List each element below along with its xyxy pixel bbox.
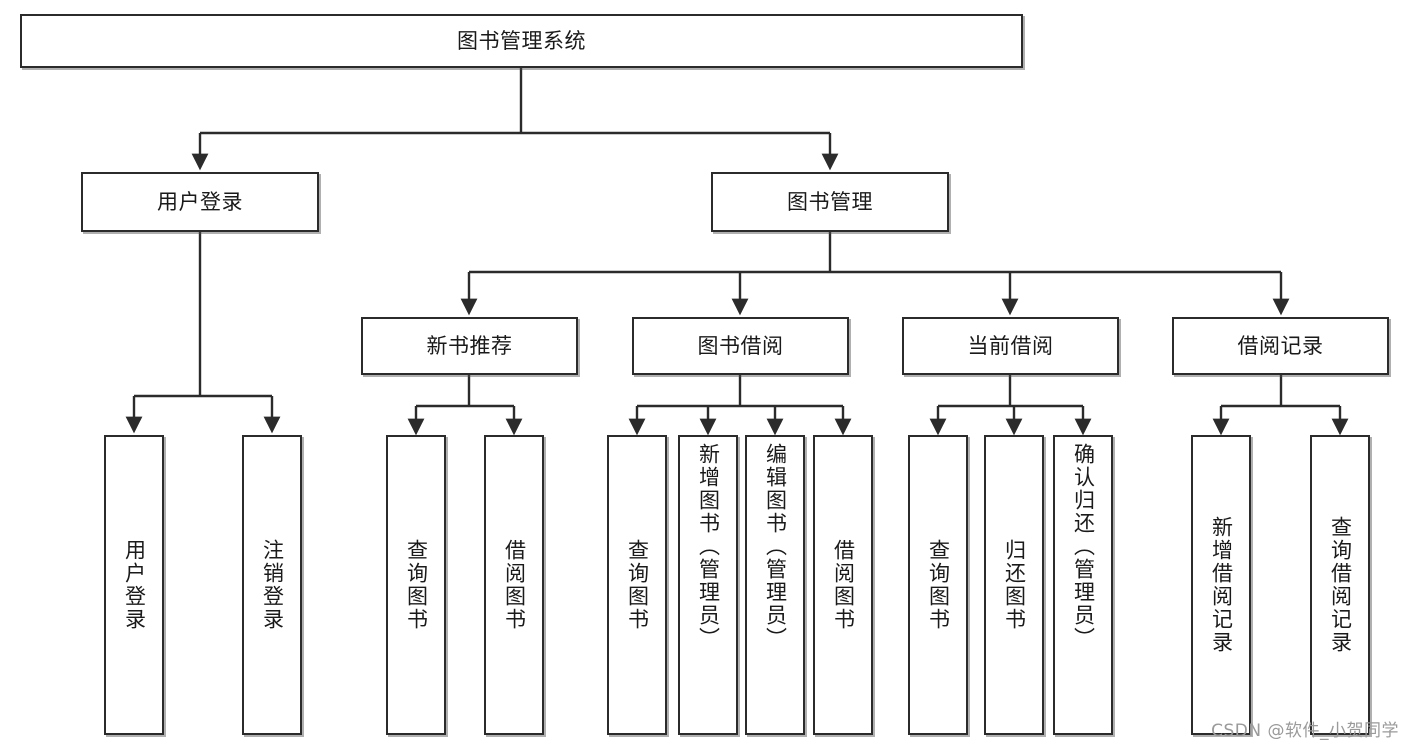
node-leaf-borrow-book-2[interactable]: 借阅图书 (813, 435, 873, 735)
node-user-login[interactable]: 用户登录 (81, 172, 319, 232)
node-leaf-edit-book-label: 编辑图书（管理员） (763, 443, 788, 650)
node-leaf-query-record-label: 查询借阅记录 (1328, 516, 1353, 654)
node-book-borrow-label: 图书借阅 (697, 333, 784, 358)
node-leaf-query-book-3-label: 查询图书 (926, 539, 951, 631)
node-leaf-confirm-return[interactable]: 确认归还（管理员） (1053, 435, 1113, 735)
node-leaf-add-book-label: 新增图书（管理员） (696, 443, 721, 650)
node-book-manage[interactable]: 图书管理 (711, 172, 949, 232)
node-leaf-edit-book[interactable]: 编辑图书（管理员） (745, 435, 805, 735)
node-new-book-recommend[interactable]: 新书推荐 (361, 317, 578, 375)
node-leaf-add-book[interactable]: 新增图书（管理员） (678, 435, 738, 735)
node-leaf-query-book-1-label: 查询图书 (404, 539, 429, 631)
node-new-book-recommend-label: 新书推荐 (426, 333, 513, 358)
node-leaf-return-book-label: 归还图书 (1002, 539, 1027, 631)
node-current-borrow[interactable]: 当前借阅 (902, 317, 1119, 375)
node-leaf-query-book-3[interactable]: 查询图书 (908, 435, 968, 735)
node-leaf-query-record[interactable]: 查询借阅记录 (1310, 435, 1370, 735)
node-current-borrow-label: 当前借阅 (967, 333, 1054, 358)
node-borrow-record-label: 借阅记录 (1237, 333, 1324, 358)
node-leaf-borrow-book-1[interactable]: 借阅图书 (484, 435, 544, 735)
node-leaf-borrow-book-2-label: 借阅图书 (831, 539, 856, 631)
node-book-borrow[interactable]: 图书借阅 (632, 317, 849, 375)
node-leaf-borrow-book-1-label: 借阅图书 (502, 539, 527, 631)
node-book-manage-label: 图书管理 (787, 189, 873, 214)
node-leaf-query-book-2[interactable]: 查询图书 (607, 435, 667, 735)
node-leaf-user-login-label: 用户登录 (122, 539, 147, 631)
node-leaf-return-book[interactable]: 归还图书 (984, 435, 1044, 735)
node-leaf-user-logout[interactable]: 注销登录 (242, 435, 302, 735)
node-leaf-add-record[interactable]: 新增借阅记录 (1191, 435, 1251, 735)
node-leaf-query-book-2-label: 查询图书 (625, 539, 650, 631)
node-leaf-confirm-return-label: 确认归还（管理员） (1071, 443, 1096, 650)
node-root-label: 图书管理系统 (457, 28, 586, 53)
node-leaf-add-record-label: 新增借阅记录 (1209, 516, 1234, 654)
node-leaf-query-book-1[interactable]: 查询图书 (386, 435, 446, 735)
node-root[interactable]: 图书管理系统 (20, 14, 1023, 68)
csdn-watermark: CSDN @软件_小贺同学 (1211, 721, 1399, 741)
node-borrow-record[interactable]: 借阅记录 (1172, 317, 1389, 375)
node-user-login-label: 用户登录 (157, 189, 243, 214)
node-leaf-user-logout-label: 注销登录 (260, 539, 285, 631)
node-leaf-user-login[interactable]: 用户登录 (104, 435, 164, 735)
